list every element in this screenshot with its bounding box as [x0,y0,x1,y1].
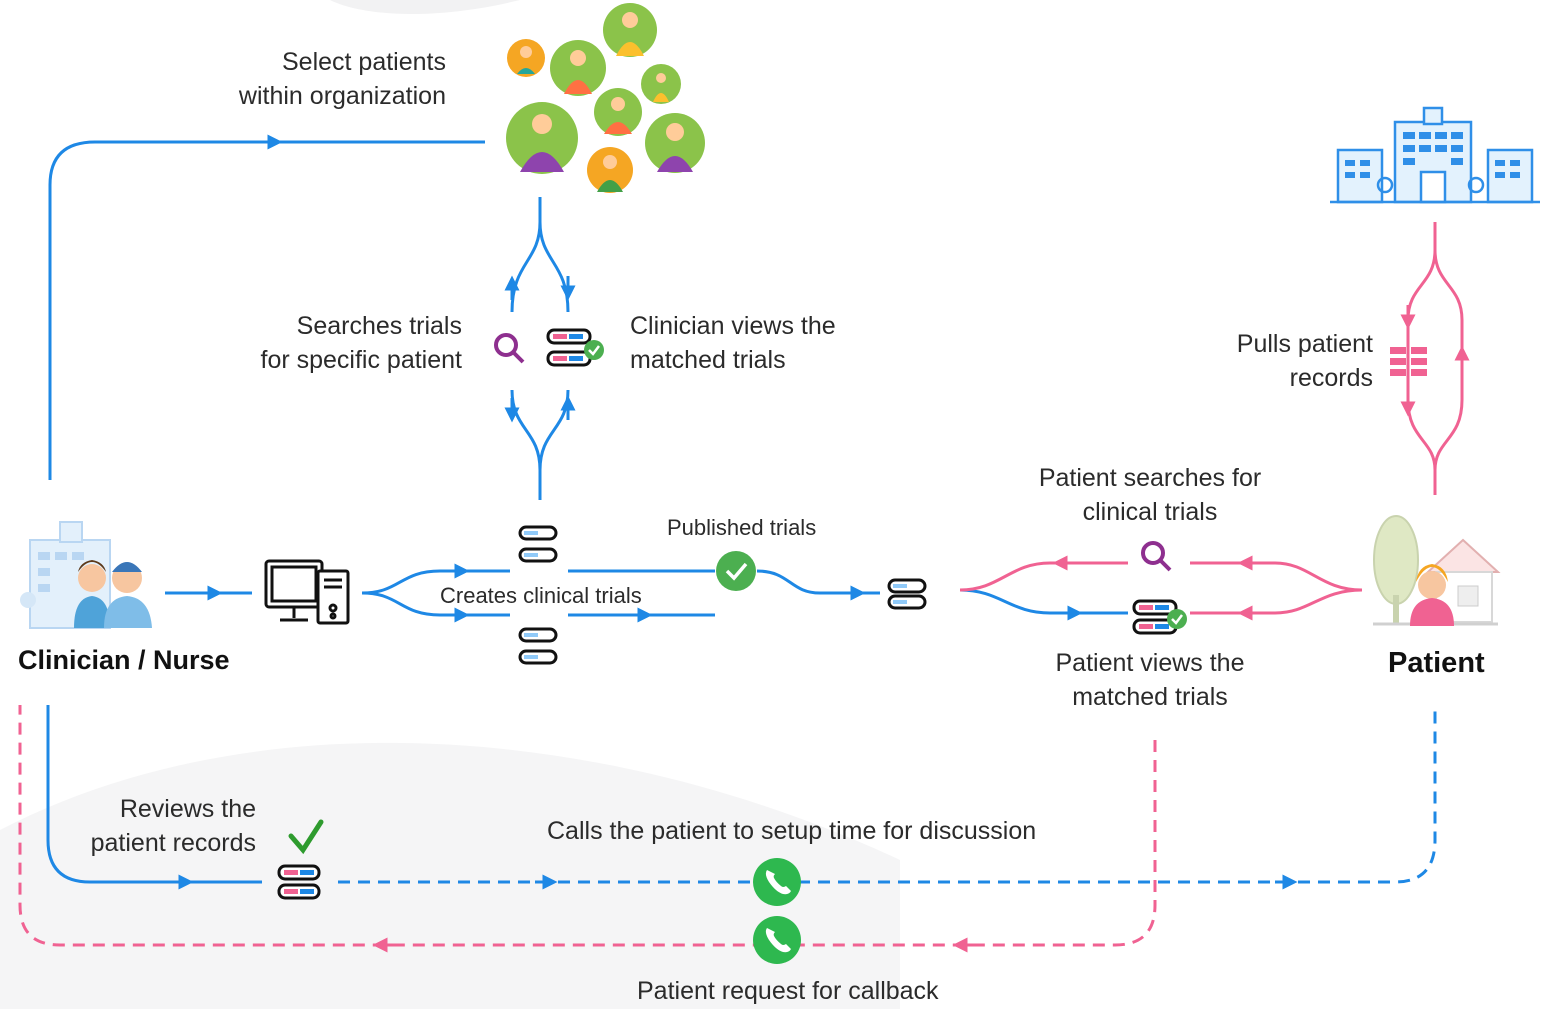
clinician-flow-lines [46,134,880,890]
check-icon [288,819,324,855]
calls-patient-label: Calls the patient to setup time for disc… [547,817,1037,845]
background-shape [330,0,520,14]
call-flow-dashed [338,705,1437,884]
published-trials-label: Published trials [667,515,817,540]
creates-trials-label: Creates clinical trials [440,583,642,608]
search-icon [1141,541,1172,572]
records-check-icon [546,328,604,367]
clinician-nurse-icon [20,521,152,629]
hospital-icon [1330,106,1540,204]
check-icon [716,551,756,591]
select-patients-label: Select patients within organization [238,48,446,110]
search-icon [494,333,525,364]
phone-icon [753,916,801,964]
patient-home-icon [1373,515,1501,626]
patient-views-flow [959,588,1128,615]
records-check-icon [1132,599,1187,635]
callback-request-label: Patient request for callback [637,977,939,1005]
record-icon-fill [524,531,907,659]
patient-label: Patient [1388,647,1485,679]
phone-icon [753,858,801,906]
searches-trials-label: Searches trials for specific patient [260,312,463,374]
callback-flow-dashed [18,705,1157,947]
pulls-records-label: Pulls patient records [1236,330,1373,392]
records-icon [277,864,321,900]
patient-views-label: Patient views the matched trials [1055,649,1245,711]
clinician-label: Clinician / Nurse [18,645,230,675]
patient-searches-label: Patient searches for clinical trials [1038,464,1262,526]
background-shape [0,742,900,1009]
patient-flow-lines [959,222,1470,621]
people-group-icon [506,3,705,193]
records-grid-icon [1390,347,1427,376]
computer-icon [264,559,350,625]
clinician-views-label: Clinician views the matched trials [630,312,836,374]
reviews-records-label: Reviews the patient records [90,795,256,857]
